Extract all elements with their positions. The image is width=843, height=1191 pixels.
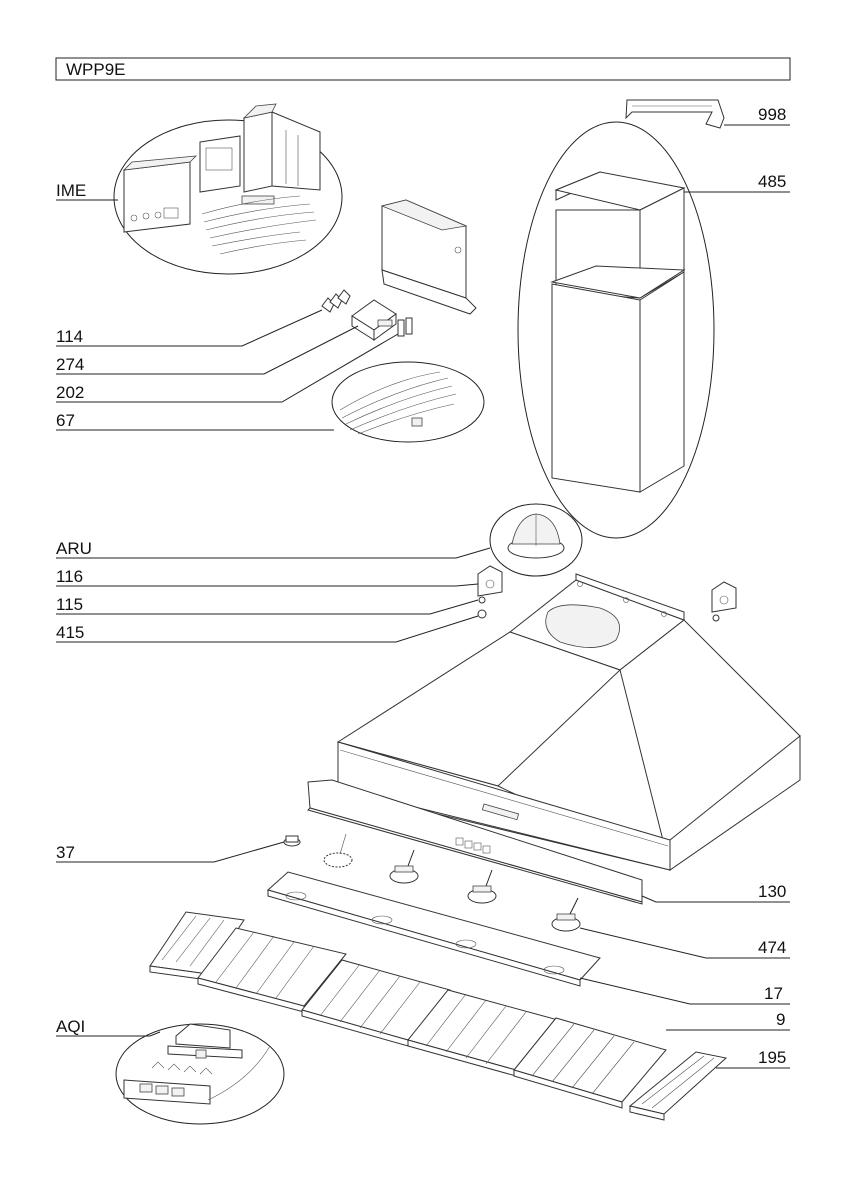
part-115-screw: [479, 597, 485, 603]
leader-37: [56, 842, 284, 862]
part-274-terminal-box: [352, 300, 396, 340]
part-998-bracket: [626, 100, 724, 128]
cover-plate: [382, 200, 476, 314]
leader-115: [56, 600, 478, 614]
leader-17: [580, 978, 790, 1004]
label-998: 998: [758, 105, 786, 124]
label-115: 115: [56, 595, 83, 614]
part-37-lamp-holder: [284, 836, 300, 846]
leader-116: [56, 584, 478, 586]
label-37: 37: [56, 843, 75, 862]
label-474: 474: [758, 938, 786, 957]
label-114: 114: [56, 327, 83, 346]
leader-415: [56, 616, 478, 642]
part-AQI-control-kit: [116, 1024, 284, 1124]
part-116-mount-box: [478, 566, 502, 596]
part-67-wiring-harness: [332, 362, 484, 442]
label-67: 67: [56, 411, 75, 430]
leader-202: [56, 334, 398, 402]
label-17: 17: [764, 984, 783, 1003]
label-202: 202: [56, 383, 84, 402]
label-9: 9: [776, 1010, 785, 1029]
label-274: 274: [56, 355, 84, 374]
part-9-grease-filters: [198, 928, 666, 1108]
title-box: WPP9E: [56, 58, 790, 80]
label-485: 485: [758, 172, 786, 191]
label-116: 116: [56, 567, 83, 586]
label-IME: IME: [56, 181, 86, 200]
leader-274: [56, 326, 358, 374]
part-415-washer: [478, 610, 486, 618]
leader-114: [56, 310, 322, 346]
model-title: WPP9E: [66, 60, 126, 79]
part-114-clips: [322, 290, 350, 312]
part-485-chimney: [518, 122, 714, 538]
label-130: 130: [758, 882, 786, 901]
label-ARU: ARU: [56, 539, 92, 558]
label-195: 195: [758, 1048, 786, 1067]
label-415: 415: [56, 623, 84, 642]
part-IME-electronics-kit: [114, 104, 342, 274]
leader-ARU: [56, 548, 490, 558]
part-202-connectors: [398, 318, 412, 336]
part-ARU-check-valve: [490, 504, 582, 576]
label-AQI: AQI: [56, 1017, 85, 1036]
mount-box-right: [712, 582, 736, 621]
